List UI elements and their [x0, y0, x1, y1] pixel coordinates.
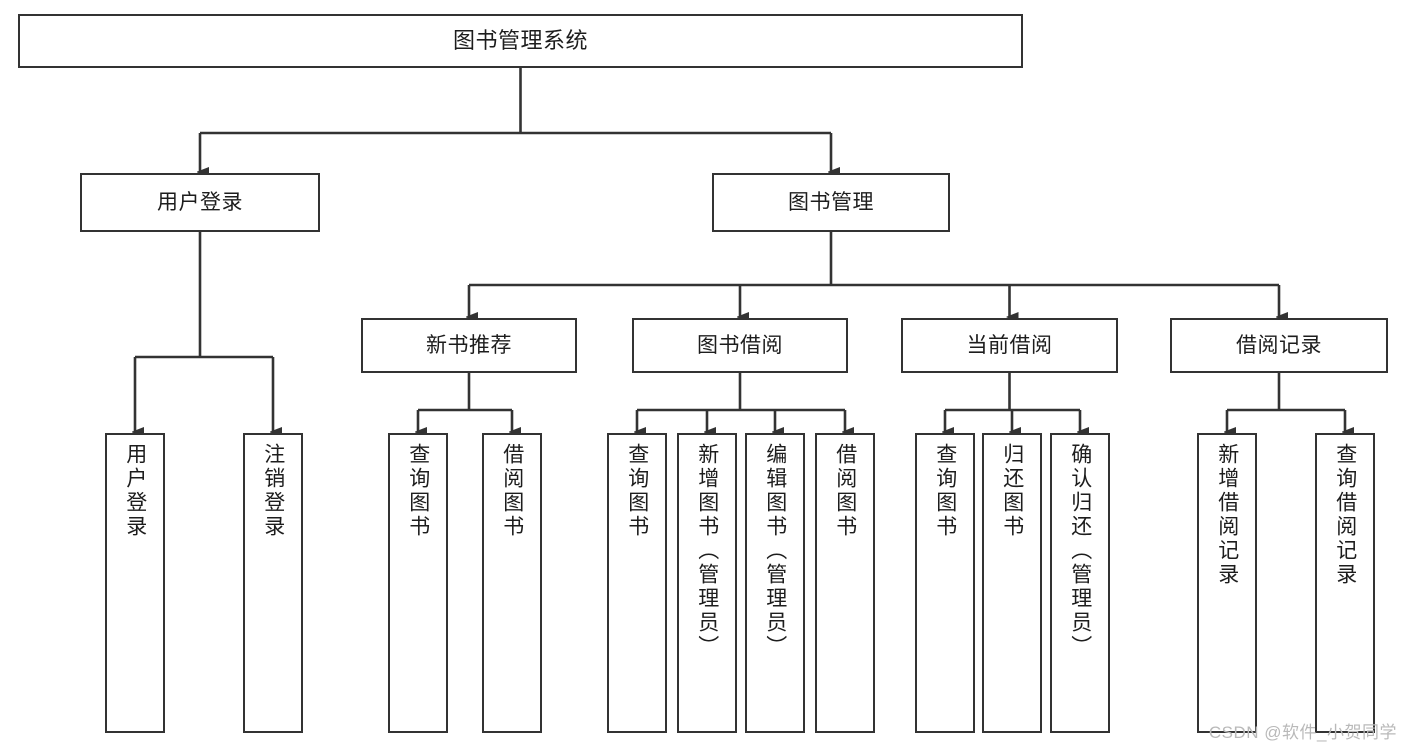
node-label: 查询图书: [933, 443, 957, 539]
node-label: 用户登录: [157, 190, 243, 214]
node-leaf-cu-query[interactable]: 查询图书: [915, 433, 975, 733]
node-leaf-nb-borrow[interactable]: 借阅图书: [482, 433, 542, 733]
node-label: 新书推荐: [426, 333, 512, 357]
node-leaf-login[interactable]: 用户登录: [105, 433, 165, 733]
node-label: 新增借阅记录: [1215, 443, 1239, 587]
node-records[interactable]: 借阅记录: [1170, 318, 1388, 373]
node-login[interactable]: 用户登录: [80, 173, 320, 232]
node-label: 查询借阅记录: [1333, 443, 1357, 587]
node-leaf-bo-edit[interactable]: 编辑图书（管理员）: [745, 433, 805, 733]
node-label: 图书借阅: [697, 333, 783, 357]
node-label: 注销登录: [261, 443, 285, 539]
node-root[interactable]: 图书管理系统: [18, 14, 1023, 68]
node-bookmgmt[interactable]: 图书管理: [712, 173, 950, 232]
node-label: 确认归还（管理员）: [1068, 443, 1092, 659]
node-leaf-re-add[interactable]: 新增借阅记录: [1197, 433, 1257, 733]
node-label: 借阅图书: [833, 443, 857, 539]
node-leaf-re-query[interactable]: 查询借阅记录: [1315, 433, 1375, 733]
node-label: 图书管理系统: [452, 27, 588, 53]
node-current[interactable]: 当前借阅: [901, 318, 1118, 373]
node-leaf-cu-return[interactable]: 归还图书: [982, 433, 1042, 733]
node-label: 用户登录: [123, 443, 147, 539]
node-leaf-bo-borrow[interactable]: 借阅图书: [815, 433, 875, 733]
node-label: 借阅记录: [1236, 333, 1322, 357]
node-label: 新增图书（管理员）: [695, 443, 719, 659]
node-leaf-nb-query[interactable]: 查询图书: [388, 433, 448, 733]
node-label: 归还图书: [1000, 443, 1024, 539]
node-label: 当前借阅: [966, 333, 1053, 357]
node-borrow[interactable]: 图书借阅: [632, 318, 848, 373]
node-label: 查询图书: [625, 443, 649, 539]
node-leaf-bo-query[interactable]: 查询图书: [607, 433, 667, 733]
node-leaf-bo-add[interactable]: 新增图书（管理员）: [677, 433, 737, 733]
node-label: 图书管理: [788, 190, 874, 214]
node-newbook[interactable]: 新书推荐: [361, 318, 577, 373]
node-leaf-cu-confirm[interactable]: 确认归还（管理员）: [1050, 433, 1110, 733]
node-label: 查询图书: [406, 443, 430, 539]
watermark-text: CSDN @软件_小贺同学: [1208, 723, 1397, 742]
node-leaf-logout[interactable]: 注销登录: [243, 433, 303, 733]
node-label: 编辑图书（管理员）: [763, 443, 787, 659]
node-label: 借阅图书: [500, 443, 524, 539]
